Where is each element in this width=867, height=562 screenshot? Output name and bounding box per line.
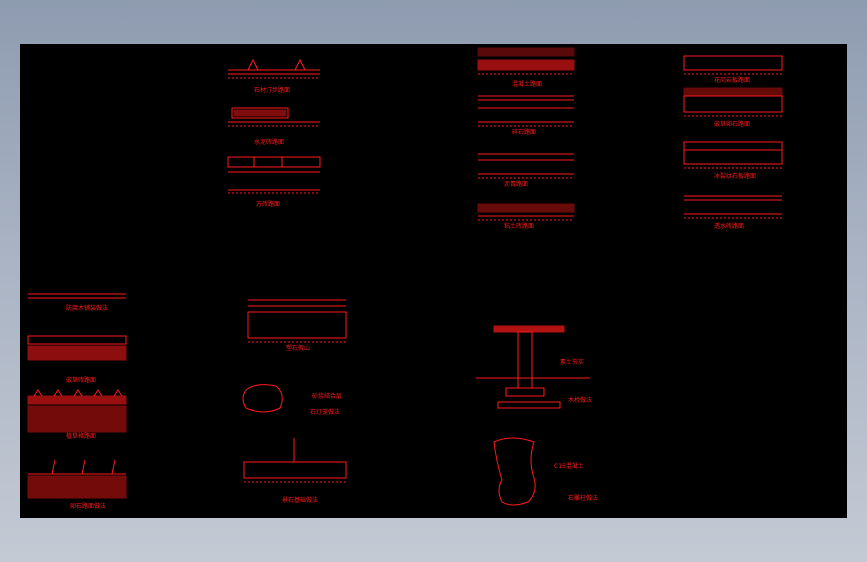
detail-d18-caption: 景石基础做法 — [282, 497, 319, 504]
detail-d11-graphic — [684, 195, 782, 219]
detail-d20-caption: 石雕柱做法 — [568, 495, 599, 502]
detail-d19-caption: 木桥做法 — [568, 397, 593, 404]
drawing-lines — [27, 47, 783, 506]
detail-d6-caption: 沥青路面 — [504, 181, 529, 188]
detail-d15-caption: 卵石路面做法 — [70, 503, 107, 510]
detail-d16-graphic — [247, 299, 347, 343]
detail-d2-caption: 水泥砖路面 — [254, 139, 285, 146]
detail-d11-caption: 透水砖路面 — [714, 223, 745, 230]
detail-d15-graphic — [27, 459, 127, 499]
detail-d3-graphic — [227, 156, 321, 194]
detail-d20-graphic — [493, 437, 536, 506]
detail-d13-graphic — [27, 335, 127, 361]
note-mortar: 砂浆结合层 — [312, 393, 343, 400]
detail-d10-caption: 冰裂纹石板路面 — [714, 173, 757, 180]
detail-d17-graphic — [242, 384, 283, 413]
detail-d16-caption: 塑石假山 — [286, 345, 311, 352]
detail-d1-graphic — [228, 58, 320, 79]
detail-d12-graphic — [28, 293, 126, 299]
detail-d9-caption: 嵌草卵石路面 — [714, 121, 751, 128]
detail-d7-graphic — [477, 203, 575, 221]
detail-d5-caption: 碎石路面 — [512, 129, 537, 136]
detail-d18-graphic — [243, 438, 347, 483]
detail-d9-graphic — [683, 87, 783, 117]
detail-d6-graphic — [478, 153, 574, 179]
detail-d10-graphic — [683, 141, 783, 169]
detail-d3-caption: 方砖路面 — [256, 201, 281, 208]
detail-d2-graphic — [228, 107, 320, 127]
note-soil: 素土夯实 — [560, 359, 585, 366]
detail-d5-graphic — [478, 95, 574, 127]
detail-d14-graphic — [27, 389, 127, 433]
detail-d14-caption: 植草格路面 — [66, 433, 97, 440]
detail-d1-caption: 石材汀步路面 — [254, 87, 291, 94]
detail-d7-caption: 粘土砖路面 — [504, 223, 535, 230]
detail-d13-caption: 嵌草砖路面 — [66, 377, 97, 384]
detail-d4-caption: 混凝土路面 — [512, 81, 543, 88]
note-concrete: C15混凝土 — [554, 463, 584, 470]
detail-d8-caption: 花岗岩板路面 — [714, 77, 751, 84]
detail-d4-graphic — [477, 47, 575, 75]
detail-d8-graphic — [683, 55, 783, 75]
detail-d12-caption: 防腐木铺装做法 — [66, 305, 109, 312]
detail-d19-graphic — [476, 325, 590, 409]
cad-drawing-canvas[interactable]: 石材汀步路面 水泥砖路面 方砖路面 混凝土路面 碎石路面 沥青路面 粘土砖路面 … — [20, 44, 847, 518]
detail-d17-caption: 石灯笼做法 — [310, 409, 341, 416]
